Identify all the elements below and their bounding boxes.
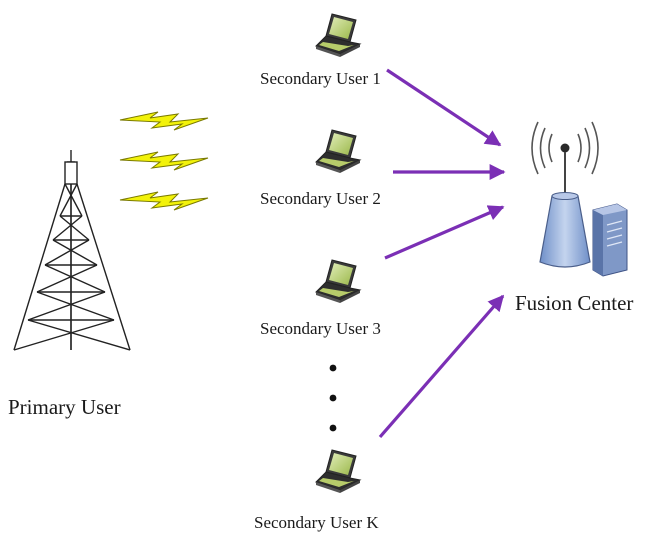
laptop-icon bbox=[315, 129, 361, 174]
secondary-user-3-label: Secondary User 3 bbox=[260, 319, 381, 338]
lightning-bolt-icon bbox=[119, 111, 209, 211]
secondary-user-1-label: Secondary User 1 bbox=[260, 69, 381, 88]
report-arrows bbox=[378, 68, 506, 439]
ellipsis-dots bbox=[329, 364, 337, 432]
secondary-user-2-label: Secondary User 2 bbox=[260, 189, 381, 208]
laptop-icon bbox=[315, 13, 361, 58]
antenna-server-icon bbox=[531, 121, 628, 277]
laptop-icon bbox=[315, 259, 361, 304]
secondary-user-k-label: Secondary User K bbox=[254, 513, 379, 532]
fusion-center-label: Fusion Center bbox=[515, 291, 633, 315]
primary-user-label: Primary User bbox=[8, 395, 121, 419]
laptop-icon bbox=[315, 449, 361, 494]
cell-tower-icon bbox=[13, 150, 131, 351]
